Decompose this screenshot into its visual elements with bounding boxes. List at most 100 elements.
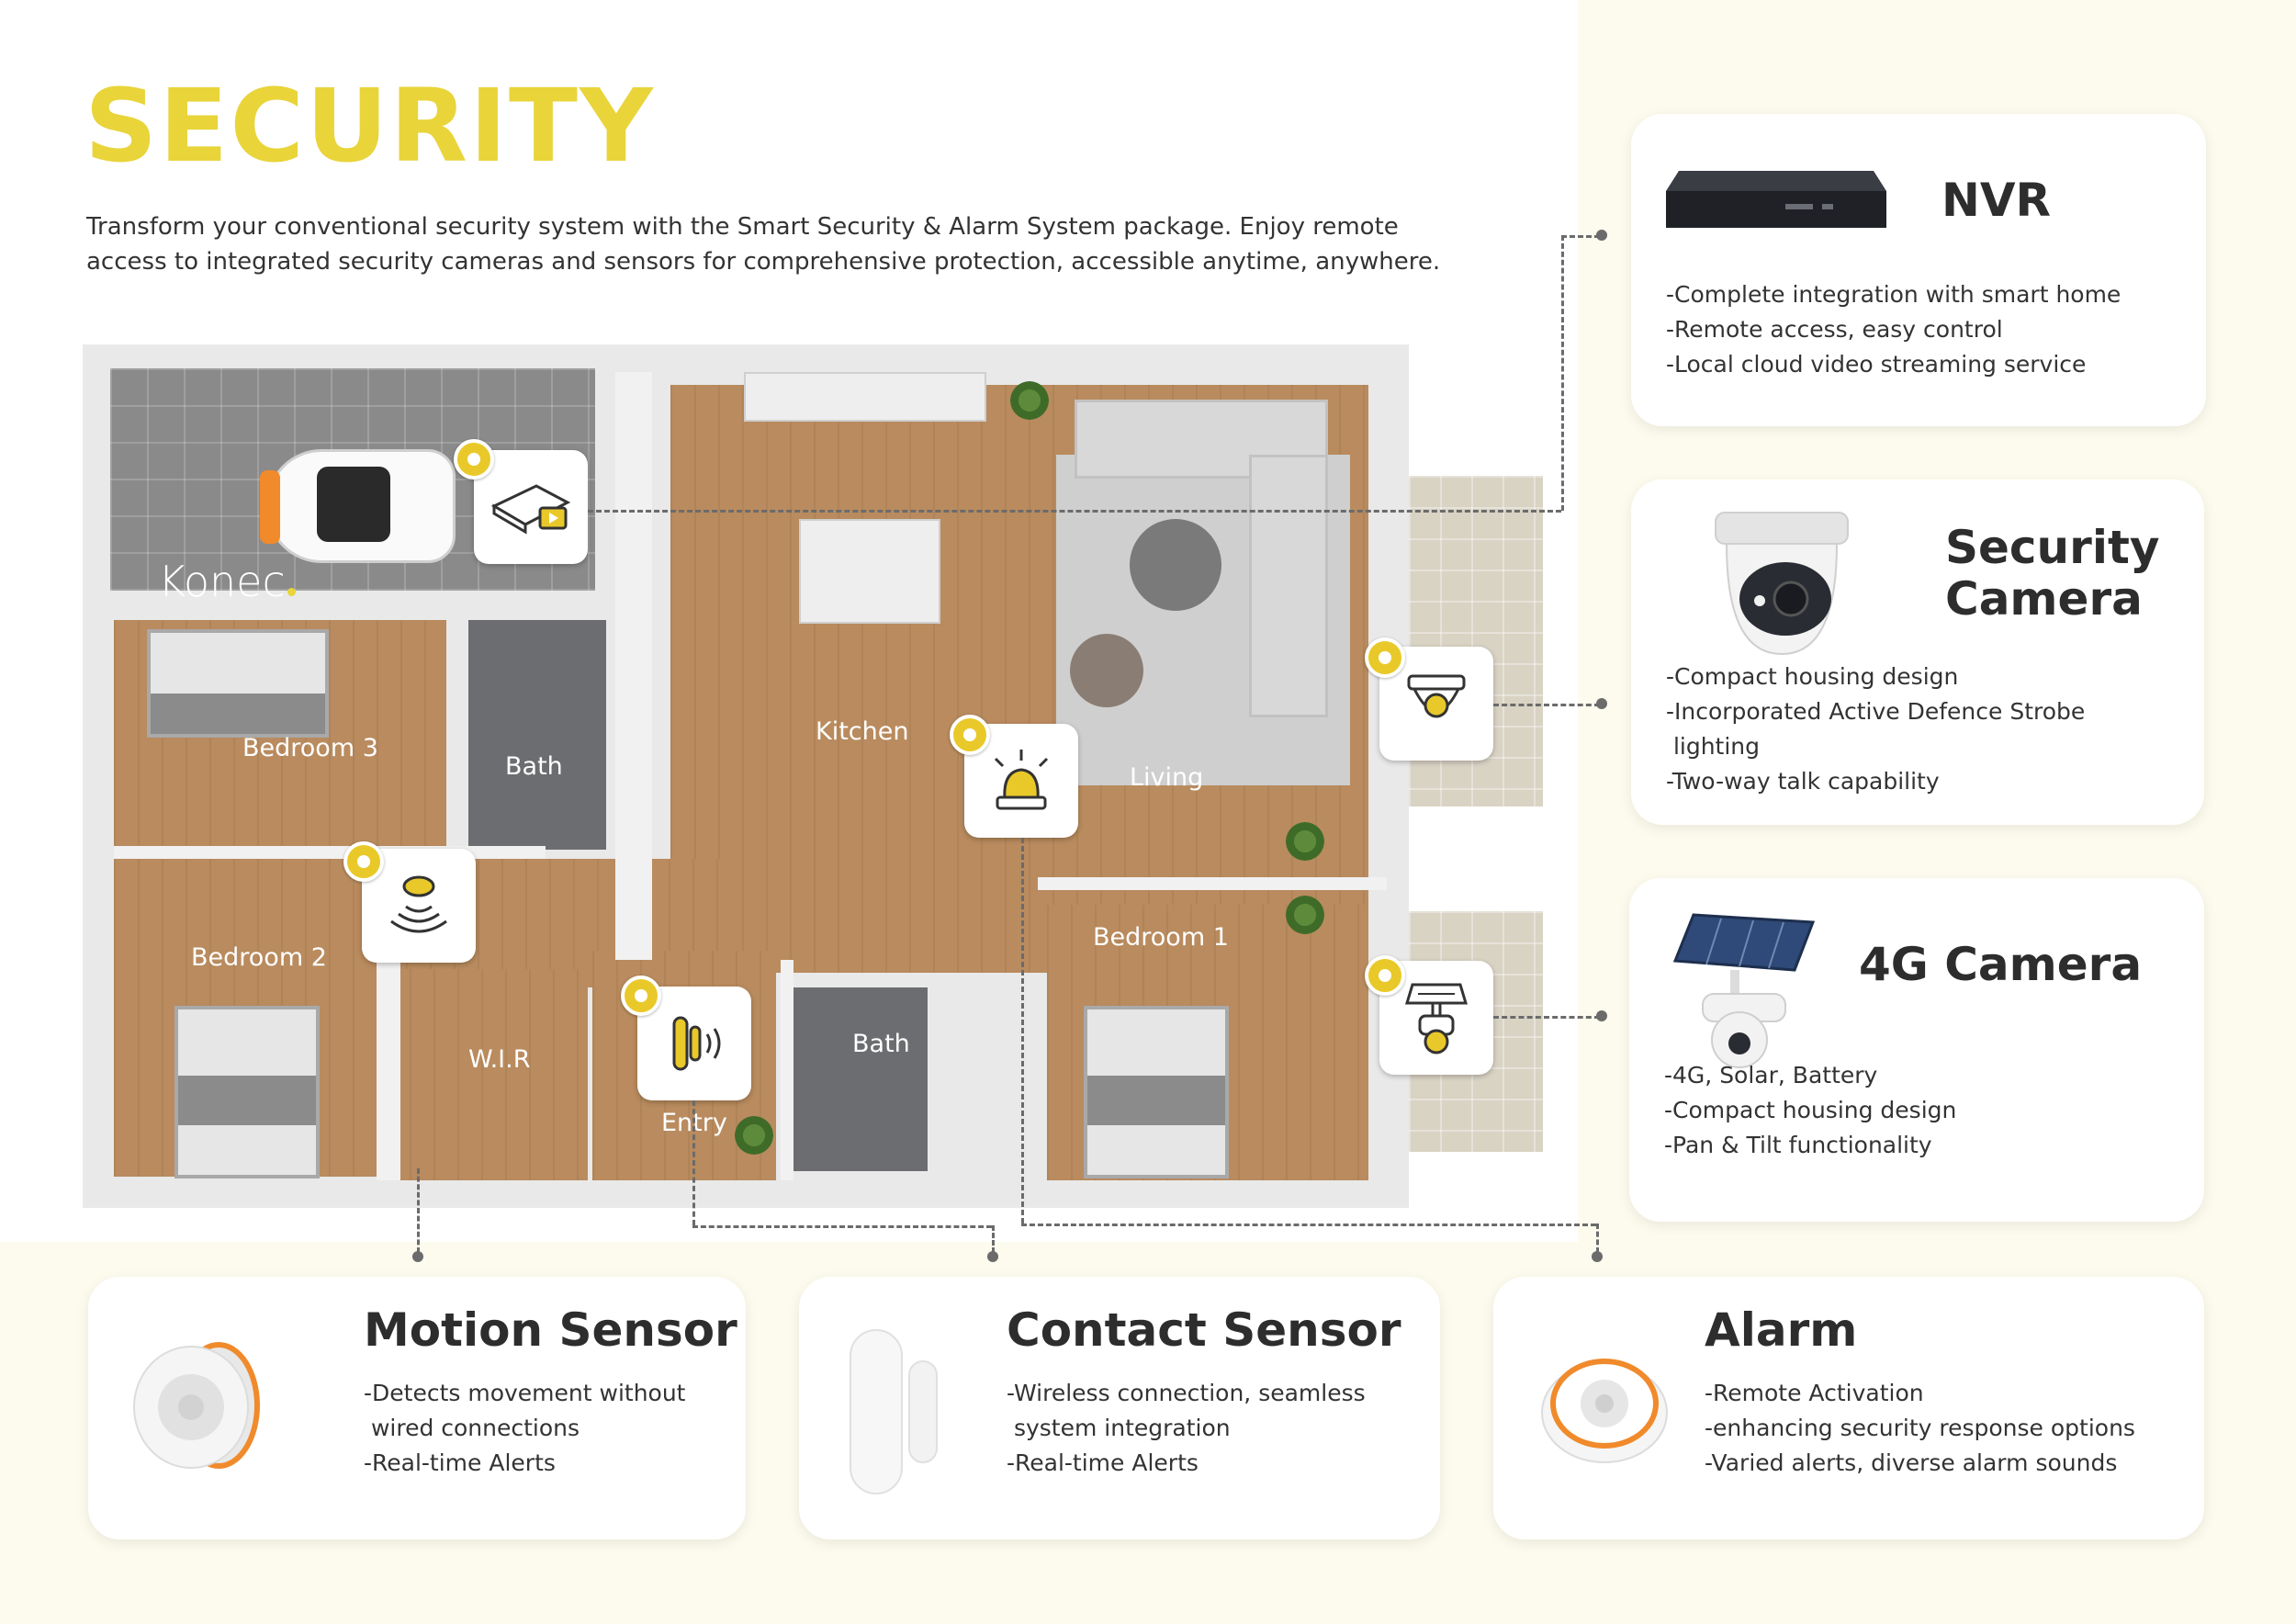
feature-item: -Incorporated Active Defence Strobe [1666,698,2086,725]
page-title: SECURITY [84,67,655,185]
solar-camera-icon [1404,983,1469,1054]
room-label-bath-bottom: Bath [852,1030,910,1058]
connector-alarm [1021,838,1024,1224]
feature-item: lighting [1666,733,1761,760]
feature-item: -4G, Solar, Battery [1664,1062,1878,1088]
logo-text: Konec [158,557,286,606]
security-camera-title: Security Camera [1945,522,2159,625]
contact-sensor-icon [672,1016,721,1071]
4g-camera-image [1672,913,1816,1068]
feature-item: -Real-time Alerts [364,1449,556,1476]
feature-item: -Local cloud video streaming service [1666,351,2087,378]
connector-motion-sensor [417,1168,420,1253]
alarm-card[interactable]: Alarm -Remote Activation -enhancing secu… [1493,1277,2204,1539]
contact-sensor-feature-list: -Wireless connection, seamless system in… [1007,1376,1366,1481]
connector-nvr [588,510,1561,513]
bath-bottom-tile [790,987,928,1171]
plant [1286,822,1324,861]
motion-sensor-pin [343,841,384,882]
connector-alarm [1596,1224,1599,1253]
dome-camera-icon [1407,674,1466,718]
feature-item: system integration [1007,1415,1231,1441]
4g-camera-card[interactable]: 4G Camera -4G, Solar, Battery -Compact h… [1629,878,2204,1222]
feature-item: wired connections [364,1415,580,1441]
contact-sensor-card[interactable]: Contact Sensor -Wireless connection, sea… [799,1277,1440,1539]
siren-icon [994,750,1049,810]
nvr-feature-list: -Complete integration with smart home -R… [1666,277,2121,382]
bath-top-tile [468,620,606,850]
motion-sensor-title: Motion Sensor [364,1303,737,1357]
alarm-siren-image [1541,1359,1668,1463]
feature-item: -Complete integration with smart home [1666,281,2122,308]
room-label-kitchen: Kitchen [816,717,909,746]
feature-item: -Detects movement without [364,1380,686,1406]
4g-camera-title: 4G Camera [1859,938,2143,991]
feature-item: -Real-time Alerts [1007,1449,1199,1476]
motion-waves-icon [390,875,447,933]
motion-sensor-image [133,1342,260,1469]
wir-floor [386,969,588,1180]
nvr-card[interactable]: NVR -Complete integration with smart hom… [1631,114,2206,426]
bed-bedroom2 [174,1006,320,1179]
room-label-wir: W.I.R [468,1045,531,1074]
connector-dot [1596,698,1607,709]
wall [781,960,793,1180]
security-camera-title-line-1: Security [1945,521,2160,574]
dining-table [799,519,940,624]
bed-bedroom3 [147,629,329,738]
connector-dot [987,1251,998,1262]
pouf [1070,634,1143,707]
garage: Konec [110,368,595,606]
feature-item: -Compact housing design [1664,1097,1957,1123]
sofa-chaise [1249,455,1328,717]
feature-item: -enhancing security response options [1705,1415,2135,1441]
connector-contact-sensor [692,1225,992,1228]
motion-sensor-feature-list: -Detects movement without wired connecti… [364,1376,686,1481]
4g-camera-pin [1365,955,1405,996]
feature-item: -Varied alerts, diverse alarm sounds [1705,1449,2118,1476]
room-label-bedroom3: Bedroom 3 [242,734,378,762]
room-label-living: Living [1130,763,1204,792]
connector-contact-sensor [692,1100,695,1225]
plant [735,1116,773,1155]
room-label-bedroom1: Bedroom 1 [1093,923,1229,952]
connector-alarm [1021,1224,1596,1226]
feature-item: -Two-way talk capability [1666,768,1940,795]
connector-dot [1596,230,1607,241]
nvr-pin [454,439,494,479]
connector-nvr [1561,235,1564,511]
alarm-feature-list: -Remote Activation -enhancing security r… [1705,1376,2135,1481]
contact-sensor-image [850,1329,938,1494]
feature-item: -Pan & Tilt functionality [1664,1132,1932,1158]
contact-sensor-pin [621,976,661,1016]
bed-bedroom1 [1084,1006,1229,1179]
intro-line-2: access to integrated security cameras an… [86,248,1441,276]
floor-plan: Konec Bedroom 3 Bath Kitchen Living Bedr… [83,344,1409,1208]
feature-item: -Remote access, easy control [1666,316,2003,343]
room-label-bath-top: Bath [505,752,563,781]
plant [1010,381,1049,420]
nvr-icon [490,484,571,535]
wall [114,846,546,859]
nvr-device-image [1666,171,1886,228]
kitchen-counter [744,372,986,422]
security-camera-card[interactable]: Security Camera -Compact housing design … [1631,479,2204,825]
nvr-marker[interactable] [474,450,588,564]
wall [1038,877,1387,890]
contact-sensor-title: Contact Sensor [1007,1303,1401,1357]
connector-contact-sensor [992,1225,995,1253]
coffee-table [1130,519,1221,611]
intro-line-1: Transform your conventional security sys… [86,213,1399,241]
security-camera-title-line-2: Camera [1945,572,2143,626]
alarm-pin [950,715,990,755]
car-image [260,449,456,563]
connector-dot [1596,1010,1607,1021]
4g-camera-feature-list: -4G, Solar, Battery -Compact housing des… [1664,1058,1956,1163]
plant [1286,896,1324,934]
alarm-title: Alarm [1705,1303,1858,1357]
security-camera-feature-list: -Compact housing design -Incorporated Ac… [1666,660,2085,799]
motion-sensor-card[interactable]: Motion Sensor -Detects movement without … [88,1277,746,1539]
wall [615,372,652,960]
feature-item: -Wireless connection, seamless [1007,1380,1366,1406]
security-camera-image [1715,512,1849,656]
